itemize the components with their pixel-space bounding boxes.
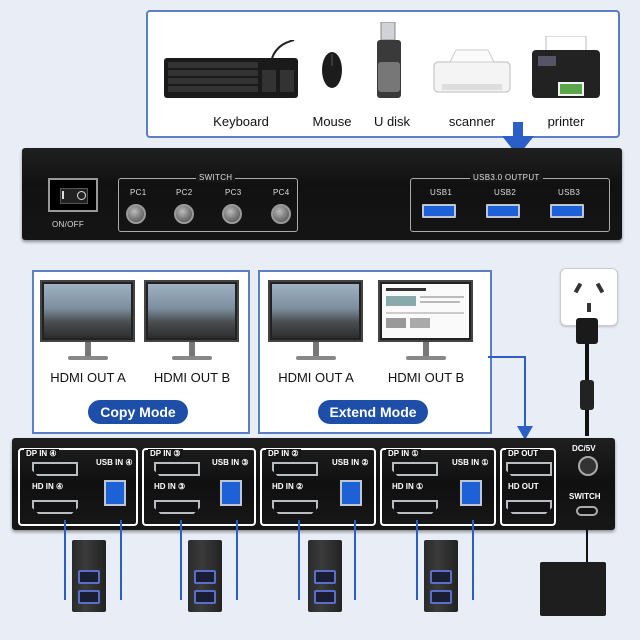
- dp-in-2-label: DP IN ②: [266, 449, 301, 458]
- down-arrow-icon: [502, 122, 534, 156]
- pc-1-icon: [424, 540, 458, 612]
- hd-in-1-port[interactable]: [392, 500, 438, 514]
- usb-in-3-port[interactable]: [220, 480, 242, 506]
- extend-mode-label: Extend Mode: [318, 400, 428, 424]
- pc3-label: PC3: [225, 188, 242, 197]
- switch-port[interactable]: [576, 506, 598, 516]
- input-group-3: DP IN ③ USB IN ③ HD IN ③: [142, 448, 256, 526]
- dc-plug-icon: [580, 380, 594, 410]
- usb3-port[interactable]: [550, 204, 584, 218]
- input-group-1: DP IN ① USB IN ① HD IN ①: [380, 448, 496, 526]
- usb2-label: USB2: [494, 188, 517, 197]
- udisk-label: U disk: [373, 114, 411, 129]
- copy-mode-panel: HDMI OUT A HDMI OUT B Copy Mode: [32, 270, 250, 434]
- dp-out-port[interactable]: [506, 462, 552, 476]
- keyboard-label: Keyboard: [213, 114, 269, 129]
- copy-hdmi-out-b: HDMI OUT B: [153, 370, 231, 385]
- dp-in-3-label: DP IN ③: [148, 449, 183, 458]
- hd-in-4-label: HD IN ④: [32, 482, 64, 491]
- pc-3-icon: [188, 540, 222, 612]
- pc-4-icon: [72, 540, 106, 612]
- output-group: DP OUT HD OUT: [500, 448, 556, 526]
- pc-2-icon: [308, 540, 342, 612]
- usb-in-2-port[interactable]: [340, 480, 362, 506]
- dc-label: DC/5V: [572, 444, 596, 453]
- pc3-button[interactable]: [222, 204, 242, 224]
- hd-in-2-port[interactable]: [272, 500, 318, 514]
- scanner-label: scanner: [448, 114, 496, 129]
- input-group-2: DP IN ② USB IN ② HD IN ②: [260, 448, 376, 526]
- hd-in-3-port[interactable]: [154, 500, 200, 514]
- switch-group: [118, 178, 298, 232]
- dp-in-1-label: DP IN ①: [386, 449, 421, 458]
- dc-port[interactable]: [578, 456, 598, 476]
- mouse-label: Mouse: [312, 114, 352, 129]
- usb1-port[interactable]: [422, 204, 456, 218]
- input-group-4: DP IN ④ USB IN ④ HD IN ④: [18, 448, 138, 526]
- wired-remote-switch[interactable]: [540, 562, 606, 616]
- power-switch[interactable]: [48, 178, 98, 212]
- usb-in-1-port[interactable]: [460, 480, 482, 506]
- power-label: ON/OFF: [52, 220, 85, 229]
- hd-out-port[interactable]: [506, 500, 552, 514]
- pc1-button[interactable]: [126, 204, 146, 224]
- pc2-button[interactable]: [174, 204, 194, 224]
- pc4-label: PC4: [273, 188, 290, 197]
- pc4-button[interactable]: [271, 204, 291, 224]
- power-adapter-icon: [576, 318, 598, 344]
- usb-in-2-label: USB IN ②: [332, 458, 369, 467]
- copy-hdmi-out-a: HDMI OUT A: [50, 370, 126, 385]
- dp-in-4-label: DP IN ④: [24, 449, 59, 458]
- monitor-b-icon: [144, 280, 239, 342]
- switch-title: SWITCH: [196, 173, 236, 182]
- usb-in-3-label: USB IN ③: [212, 458, 249, 467]
- keyboard-icon: [164, 40, 298, 98]
- pc2-label: PC2: [176, 188, 193, 197]
- extend-hdmi-out-b: HDMI OUT B: [387, 370, 465, 385]
- dp-in-3-port[interactable]: [154, 462, 200, 476]
- extend-mode-panel: HDMI OUT A HDMI OUT B Extend Mode: [258, 270, 492, 434]
- usb3-label: USB3: [558, 188, 581, 197]
- usb-in-4-port[interactable]: [104, 480, 126, 506]
- hd-in-3-label: HD IN ③: [154, 482, 186, 491]
- kvm-switch-top-panel: ON/OFF SWITCH PC1 PC2 PC3 PC4 USB3.0 OUT…: [22, 148, 622, 240]
- mouse-icon: [322, 52, 342, 88]
- usb-in-1-label: USB IN ①: [452, 458, 489, 467]
- switch-port-label: SWITCH: [569, 492, 601, 501]
- usb-output-title: USB3.0 OUTPUT: [470, 173, 543, 182]
- pc1-label: PC1: [130, 188, 147, 197]
- monitor-a-icon: [40, 280, 135, 342]
- scanner-icon: [433, 49, 511, 93]
- dp-in-1-port[interactable]: [392, 462, 438, 476]
- hd-in-1-label: HD IN ①: [392, 482, 424, 491]
- printer-icon: [532, 36, 600, 98]
- extend-hdmi-out-a: HDMI OUT A: [278, 370, 354, 385]
- copy-mode-label: Copy Mode: [88, 400, 188, 424]
- dp-out-label: DP OUT: [506, 449, 541, 458]
- kvm-switch-bottom-panel: DP IN ④ USB IN ④ HD IN ④ DP IN ③ USB IN …: [12, 438, 615, 530]
- hd-out-label: HD OUT: [508, 482, 539, 491]
- usb-disk-icon: [377, 22, 401, 98]
- hd-in-4-port[interactable]: [32, 500, 78, 514]
- arrow-down-icon: [517, 426, 533, 440]
- usb1-label: USB1: [430, 188, 453, 197]
- monitor-a-icon: [268, 280, 363, 342]
- peripherals-panel: Keyboard Mouse U disk scanner printer: [146, 10, 620, 138]
- dp-in-2-port[interactable]: [272, 462, 318, 476]
- usb2-port[interactable]: [486, 204, 520, 218]
- hd-in-2-label: HD IN ②: [272, 482, 304, 491]
- printer-label: printer: [547, 114, 585, 129]
- dp-in-4-port[interactable]: [32, 462, 78, 476]
- monitor-b-icon: [378, 280, 473, 342]
- usb-in-4-label: USB IN ④: [96, 458, 133, 467]
